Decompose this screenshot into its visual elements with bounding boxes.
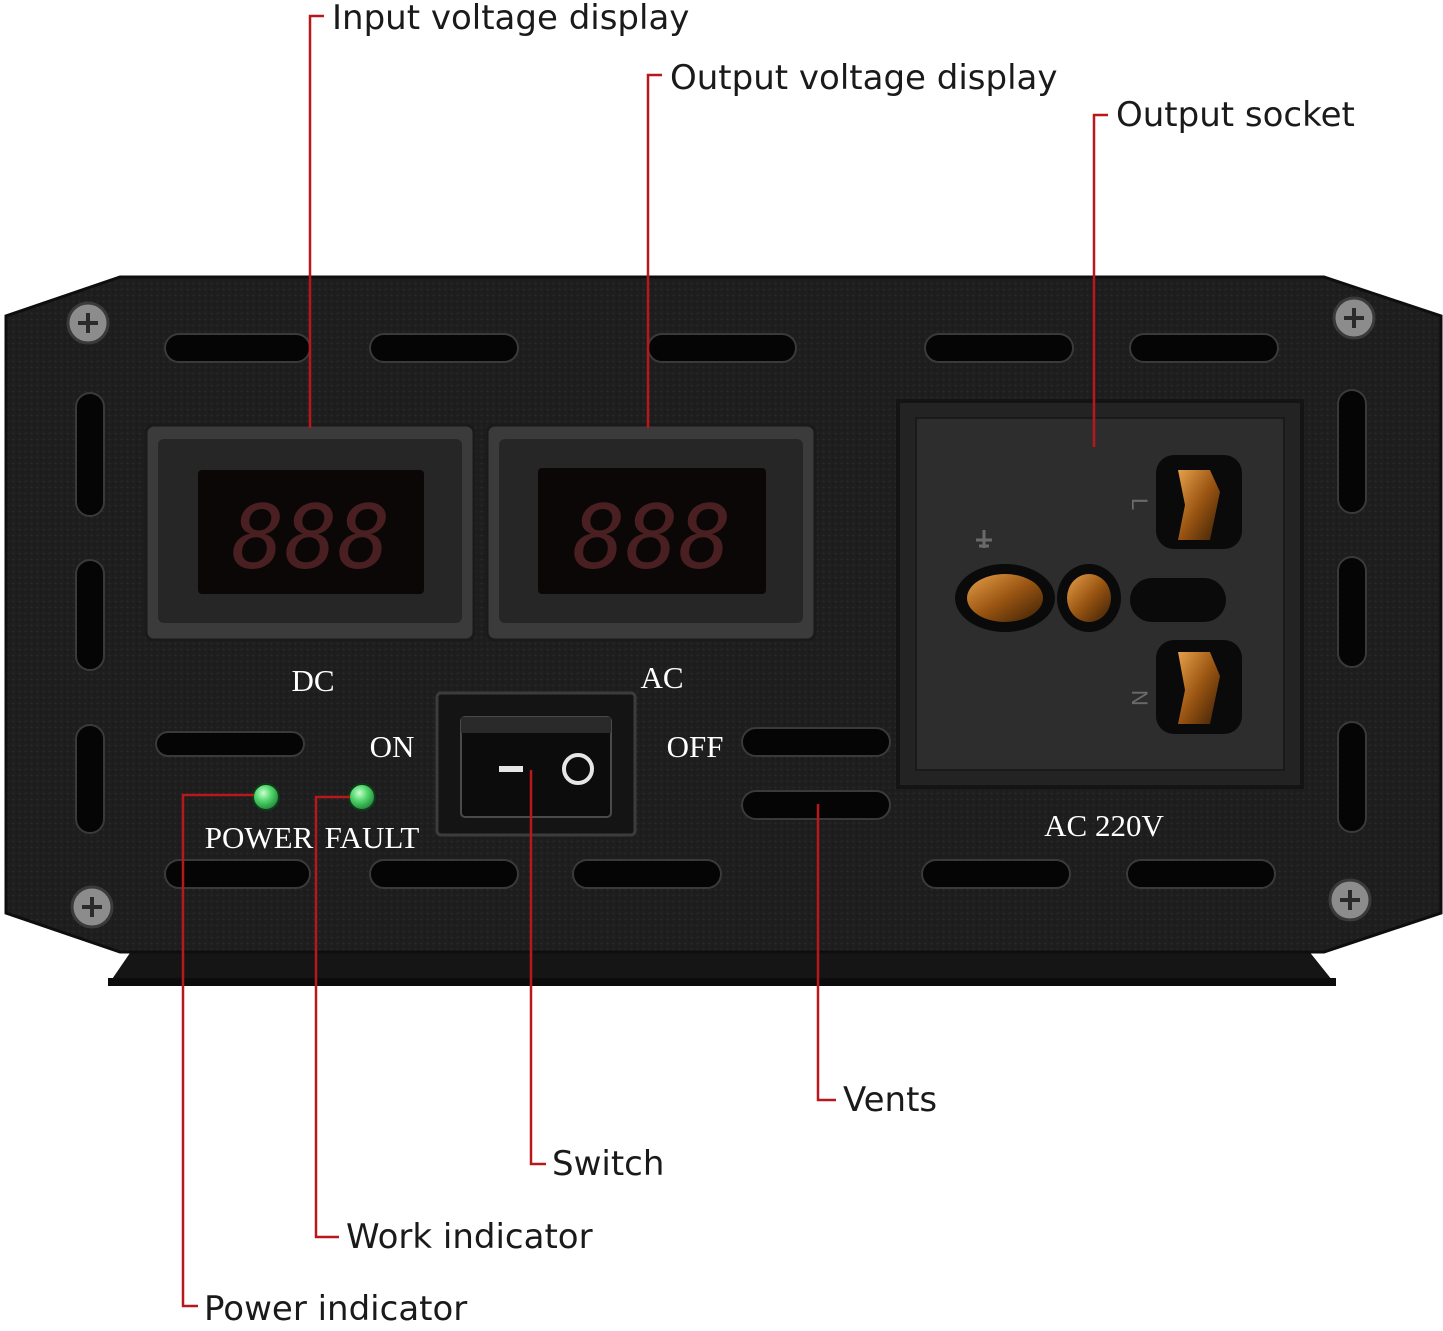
earth-icon [976,530,992,548]
callout-work-indicator: Work indicator [346,1217,593,1257]
switch-off-mark [562,753,594,785]
dc-label: DC [291,663,334,698]
socket-letter-n: N [1127,690,1152,706]
screw-icon [1332,296,1376,340]
output-socket: L N [896,399,1304,789]
ac-display-digits: 888 [573,486,732,589]
mounting-flange [108,950,1336,985]
ac-rating-label: AC 220V [1044,808,1164,843]
screw-icon [70,885,114,929]
power-label: POWER [205,820,314,855]
callout-input-voltage-display: Input voltage display [332,0,690,38]
rocker-switch[interactable] [435,691,637,837]
ac-label: AC [640,660,683,695]
dc-display-digits: 888 [232,486,391,589]
callout-output-socket: Output socket [1116,95,1355,135]
output-voltage-display: 888 [485,423,817,642]
socket-letter-l: L [1127,498,1152,510]
callout-switch: Switch [552,1144,665,1184]
fault-label: FAULT [325,820,420,855]
callout-power-indicator: Power indicator [204,1289,468,1329]
callout-output-voltage-display: Output voltage display [670,58,1058,98]
callout-vents: Vents [843,1080,938,1120]
off-label: OFF [667,729,724,764]
screw-icon [66,301,110,345]
on-label: ON [370,729,415,764]
input-voltage-display: 888 [144,423,476,642]
vent-slots [75,333,1367,889]
power-led [252,783,280,811]
fault-led [348,783,376,811]
screw-icon [1328,878,1372,922]
switch-on-mark [499,766,523,772]
leader-lines [181,14,1108,1308]
